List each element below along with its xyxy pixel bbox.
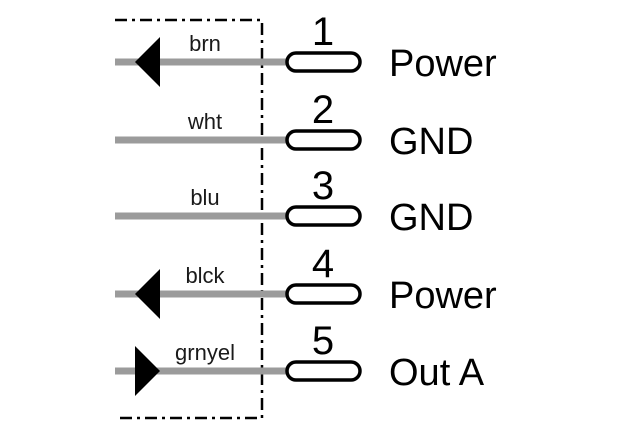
pin-number: 5 [312, 319, 334, 363]
wire-color-label: blck [185, 263, 225, 288]
pin-number: 1 [312, 10, 334, 54]
pin-number: 4 [312, 242, 334, 286]
pin-contact [285, 283, 362, 305]
pin-number: 2 [312, 88, 334, 132]
pin-contact [285, 51, 362, 73]
signal-name: GND [389, 121, 473, 163]
arrow-right-icon [135, 346, 160, 396]
wire-color-label: wht [187, 109, 222, 134]
signal-name: Power [389, 275, 497, 317]
wire-color-label: blu [190, 185, 219, 210]
signal-name: GND [389, 197, 473, 239]
arrow-left-icon [135, 269, 160, 319]
wire-color-label: brn [189, 31, 221, 56]
pin-number: 3 [312, 164, 334, 208]
pin-contact [285, 360, 362, 382]
wire-color-label: grnyel [175, 340, 235, 365]
signal-name: Out A [389, 352, 485, 394]
pin-contact [285, 129, 362, 151]
arrow-left-icon [135, 37, 160, 87]
connector-housing-outline [115, 18, 264, 420]
signal-name: Power [389, 43, 497, 85]
pin-contact [285, 205, 362, 227]
